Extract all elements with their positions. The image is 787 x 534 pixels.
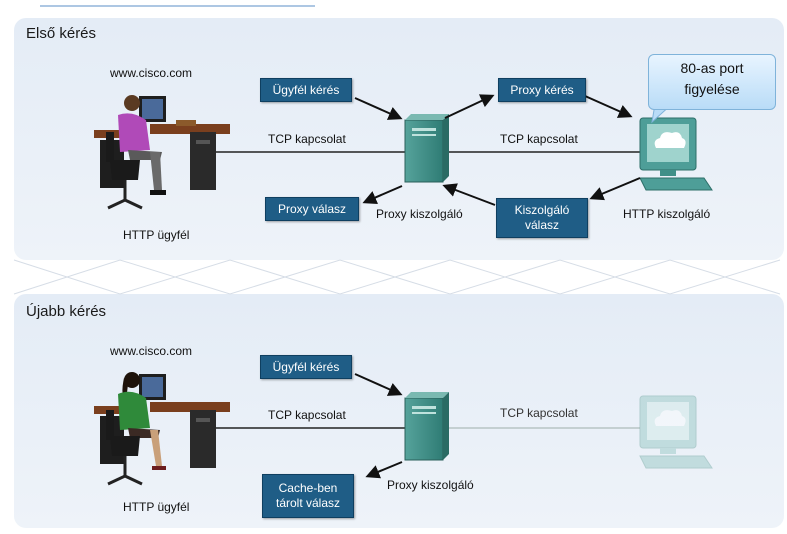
- server-response-box: Kiszolgáló válasz: [496, 198, 588, 238]
- arrow-proxy-response: [362, 185, 403, 204]
- site-label: www.cisco.com: [110, 66, 193, 80]
- callout-line: 80-as port: [680, 60, 744, 76]
- server-response-line: válasz: [524, 218, 559, 232]
- tcp-connection-label: TCP kapcsolat: [268, 408, 346, 422]
- client-request-box: Ügyfél kérés: [260, 355, 352, 379]
- client-label: HTTP ügyfél: [123, 228, 190, 242]
- arrow-cache-response: [365, 461, 403, 479]
- proxy-response-box: Proxy válasz: [265, 197, 359, 221]
- port-80-callout: 80-as port figyelése: [648, 54, 776, 110]
- background-lattice: [13, 259, 781, 295]
- proxy-server-label: Proxy kiszolgáló: [387, 478, 474, 492]
- panel-title: Újabb kérés: [26, 303, 107, 320]
- arrow-client-request-2: [354, 373, 403, 396]
- cached-response-box: Cache-ben tárolt válasz: [262, 474, 354, 518]
- arrow-server-response-out: [589, 177, 641, 201]
- server-response-line: Kiszolgáló: [514, 203, 570, 217]
- proxy-server-label: Proxy kiszolgáló: [376, 207, 463, 221]
- cached-response-line: Cache-ben: [278, 481, 338, 495]
- http-server-icon: [639, 117, 713, 191]
- arrow-proxy-request: [444, 94, 495, 119]
- client-request-box: Ügyfél kérés: [260, 78, 352, 102]
- cached-response-line: tárolt válasz: [275, 496, 341, 510]
- arrow-to-server: [584, 95, 633, 118]
- tcp-connection-label: TCP kapcsolat: [500, 406, 578, 420]
- http-server-faded-icon: [639, 395, 713, 469]
- site-label: www.cisco.com: [110, 344, 193, 358]
- http-server-label: HTTP kiszolgáló: [623, 207, 711, 221]
- arrow-server-response-in: [442, 183, 496, 206]
- proxy-server-icon: [404, 392, 449, 461]
- arrow-client-request-1: [354, 97, 403, 120]
- tcp-connection-label: TCP kapcsolat: [500, 132, 578, 146]
- panel-subsequent-request: [14, 294, 784, 528]
- client-person-icon: [94, 372, 230, 486]
- client-label: HTTP ügyfél: [123, 500, 190, 514]
- callout-line: figyelése: [684, 81, 740, 97]
- proxy-request-box: Proxy kérés: [498, 78, 586, 102]
- proxy-server-icon: [404, 114, 449, 183]
- panel-title: Első kérés: [26, 25, 97, 42]
- tcp-connection-label: TCP kapcsolat: [268, 132, 346, 146]
- client-person-icon: [94, 95, 230, 210]
